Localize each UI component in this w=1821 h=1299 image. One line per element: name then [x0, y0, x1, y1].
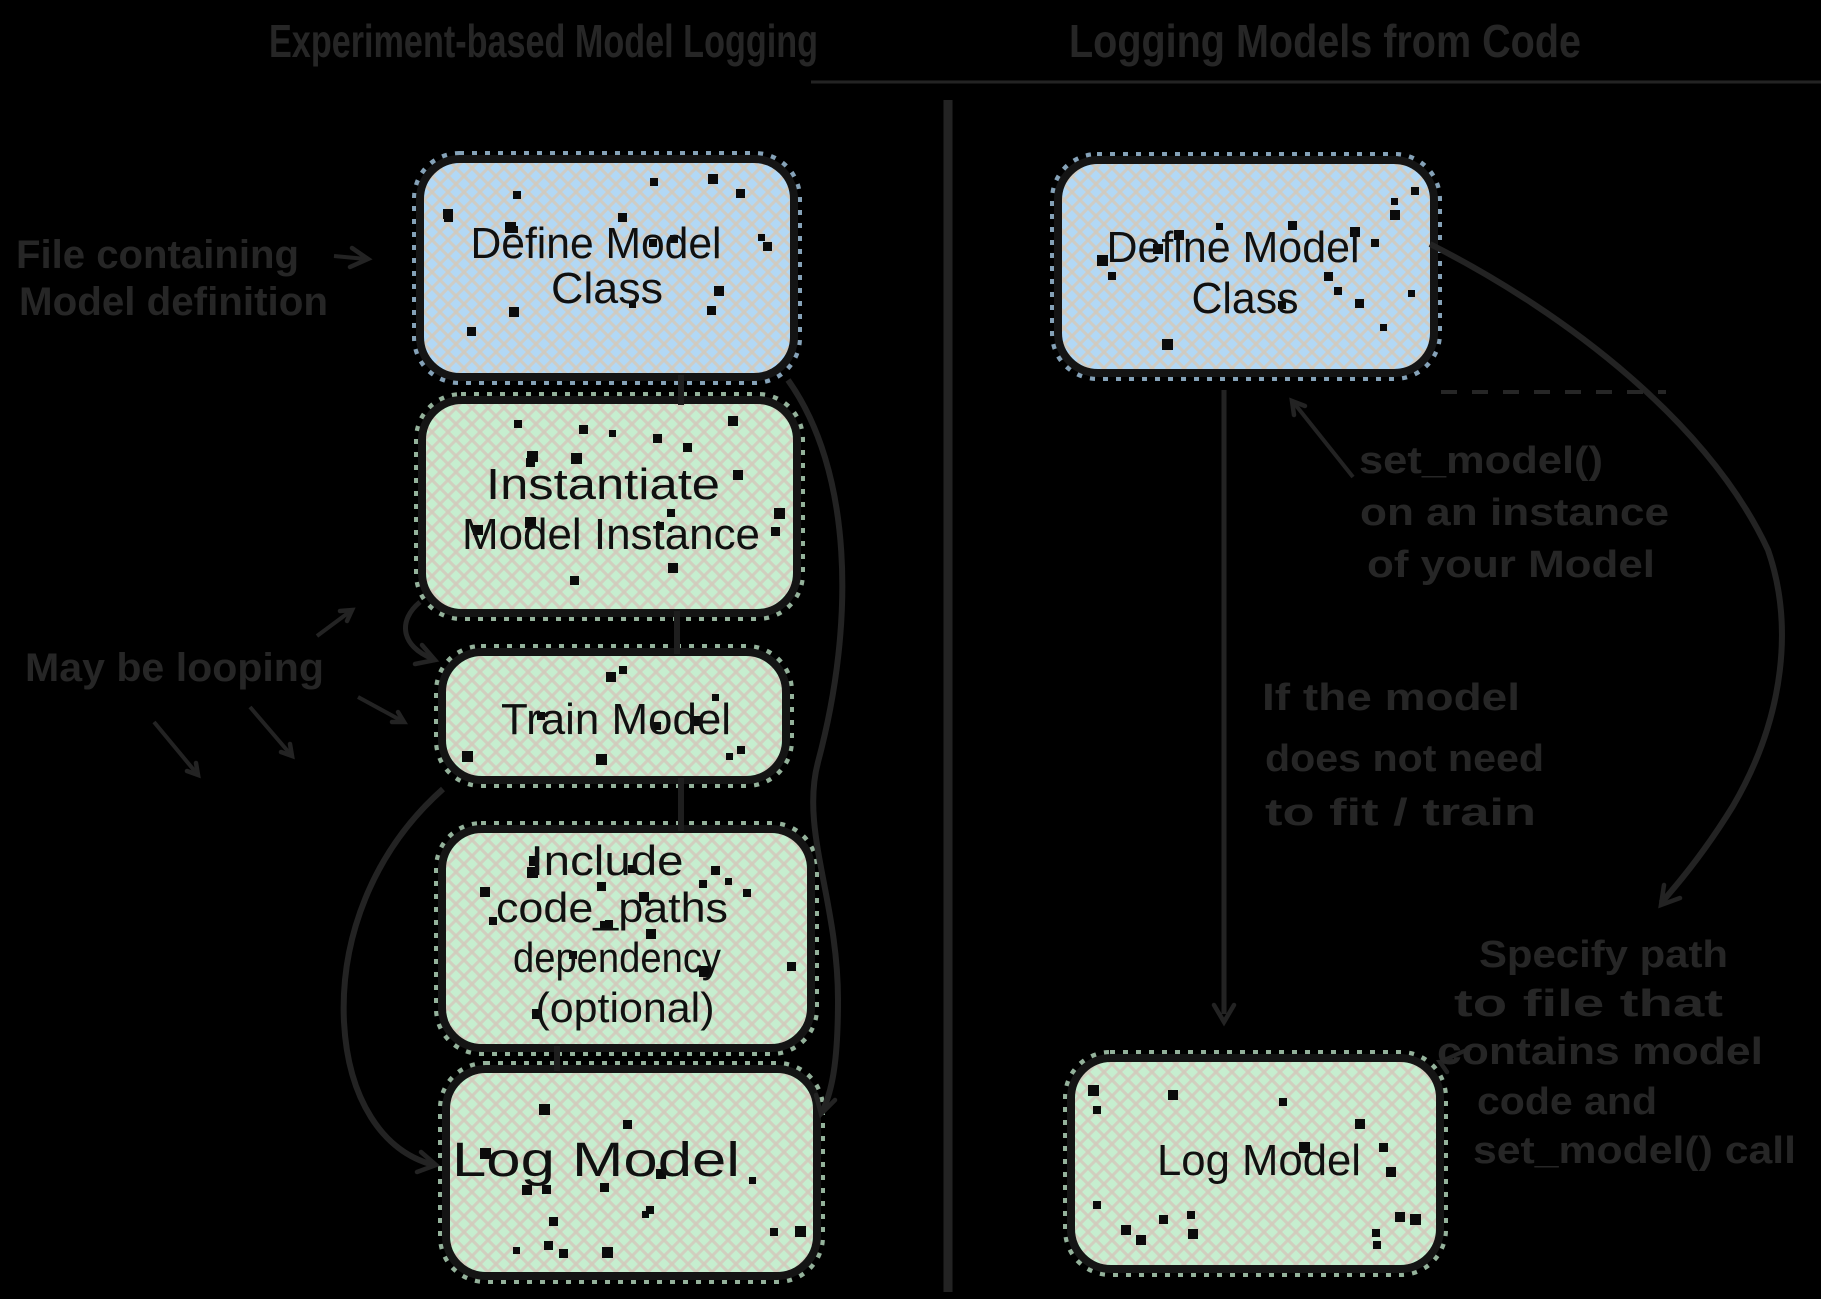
svg-text:set_model(): set_model()	[1359, 440, 1603, 482]
svg-text:to fit / train: to fit / train	[1265, 792, 1536, 834]
svg-text:Train Model: Train Model	[501, 695, 731, 744]
svg-text:dependency: dependency	[513, 934, 721, 981]
svg-text:Experiment-based Model Logging: Experiment-based Model Logging	[269, 15, 818, 67]
svg-text:Model Instance: Model Instance	[462, 510, 760, 559]
svg-text:If the model: If the model	[1262, 677, 1520, 719]
svg-text:contains model: contains model	[1437, 1031, 1763, 1073]
svg-text:Class: Class	[1192, 274, 1299, 323]
svg-text:to file that: to file that	[1454, 983, 1724, 1025]
svg-text:Logging Models from Code: Logging Models from Code	[1069, 15, 1581, 67]
svg-text:Model definition: Model definition	[19, 280, 328, 324]
svg-text:does not need: does not need	[1265, 738, 1544, 780]
svg-text:Define Model: Define Model	[471, 219, 722, 268]
svg-text:Include: Include	[531, 837, 684, 884]
svg-text:code_paths: code_paths	[496, 884, 728, 931]
svg-text:Specify path: Specify path	[1479, 934, 1728, 976]
svg-text:of your Model: of your Model	[1367, 544, 1655, 586]
svg-text:Log Model: Log Model	[1157, 1136, 1361, 1185]
svg-text:(optional): (optional)	[536, 984, 715, 1031]
svg-text:code and: code and	[1477, 1081, 1657, 1123]
svg-text:Class: Class	[551, 264, 663, 313]
svg-text:set_model() call: set_model() call	[1473, 1130, 1796, 1172]
svg-text:May be looping: May be looping	[25, 646, 324, 690]
svg-text:Log Model: Log Model	[452, 1134, 740, 1187]
svg-text:on an instance: on an instance	[1360, 492, 1669, 534]
svg-text:Instantiate: Instantiate	[486, 460, 720, 509]
svg-text:Define Model: Define Model	[1107, 223, 1360, 272]
svg-text:File containing: File containing	[16, 233, 299, 277]
